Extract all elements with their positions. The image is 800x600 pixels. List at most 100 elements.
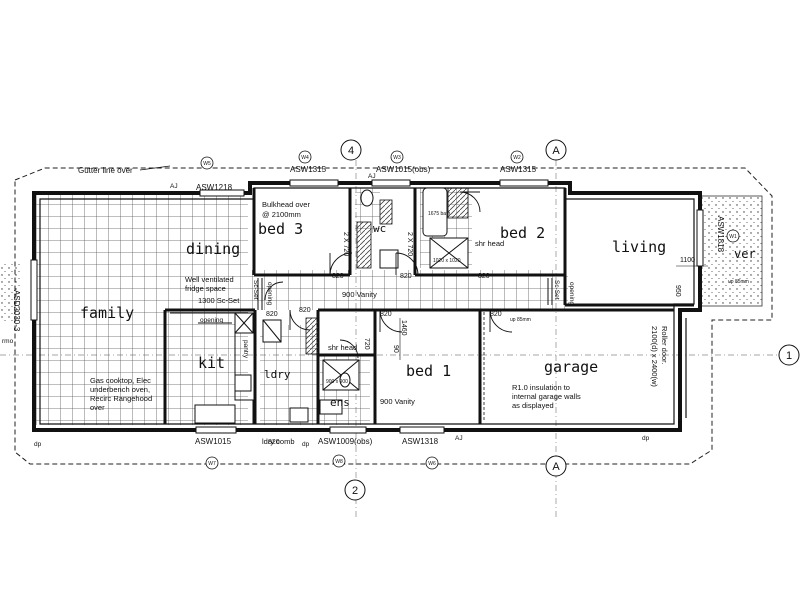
- opening-label-b: opening: [266, 282, 273, 306]
- hatched-walls: [305, 187, 469, 355]
- window-tag-asw1315-b: ASW1315: [500, 165, 537, 174]
- grid-marker-4: 4: [348, 145, 354, 157]
- dim-820-e: 820: [266, 311, 278, 318]
- bath-size-label: 1675 bath: [428, 211, 450, 217]
- sc-set-1300-note: 1300 Sc-Set: [198, 296, 240, 305]
- room-ldry: ldry: [264, 368, 291, 381]
- entry-paving: [0, 262, 22, 322]
- grid-marker-1: 1: [786, 350, 792, 362]
- room-bed1: bed 1: [406, 362, 451, 380]
- room-bed3: bed 3: [258, 220, 303, 238]
- shower-size-b: 900 x 900: [326, 379, 348, 385]
- sc-set-label-b: Sc-Set: [553, 280, 560, 300]
- opening-label-c: opening: [568, 282, 575, 306]
- up-85-b: up 85mm: [728, 279, 749, 285]
- vanity-note-a: 900 Vanity: [342, 290, 377, 299]
- w-tag-6: W6: [428, 461, 436, 467]
- dimension-lines: [399, 265, 708, 360]
- room-family: family: [80, 304, 134, 322]
- window-tag-asw1218: ASW1218: [196, 183, 233, 192]
- laundry-tub: [289, 407, 309, 423]
- window-tag-asw1315-a: ASW1315: [290, 165, 327, 174]
- bulkhead-note-2: @ 2100mm: [262, 210, 301, 219]
- shr-head-note-a: shr head: [475, 239, 504, 248]
- w-tag-1: W1: [729, 234, 737, 240]
- window-openings: [30, 179, 704, 434]
- section-marker-a-top: A: [552, 145, 560, 157]
- insulation-note-3: as displayed: [512, 401, 554, 410]
- shower-size-a: 1020 x 1020: [433, 258, 461, 264]
- window-tag-asw1318: ASW1318: [402, 437, 439, 446]
- dim-820-c: 820: [478, 273, 490, 280]
- dim-950: 950: [674, 285, 681, 297]
- dim-720-c: 720: [363, 338, 370, 350]
- room-garage: garage: [544, 358, 598, 376]
- section-marker-labels: 4 A A 2 1: [348, 145, 792, 497]
- verandah-paving: [699, 195, 763, 307]
- w-tag-7: W7: [208, 461, 216, 467]
- vanity-bath: [379, 249, 399, 269]
- section-markers: [340, 139, 800, 501]
- room-living: living: [612, 238, 666, 256]
- fridge-note-2: fridge space: [185, 284, 226, 293]
- grid-marker-2: 2: [352, 485, 358, 497]
- rmo-label: rmo: [2, 338, 14, 345]
- section-marker-a-bottom: A: [552, 461, 560, 473]
- pantry-label: pantry: [242, 340, 249, 359]
- roller-note-2: Roller door.: [660, 326, 669, 364]
- dim-820-h: 820: [268, 439, 280, 446]
- insulation-note-1: R1.0 insulation to: [512, 383, 570, 392]
- opening-label-a: opening: [200, 317, 224, 324]
- toilet-ensuite: [339, 372, 351, 388]
- ldry-comb-note: ldry comb: [262, 437, 295, 446]
- sc-set-label-a: Sc-Set: [252, 280, 259, 300]
- cooktop-note-1: Gas cooktop, Elec: [90, 376, 151, 385]
- window-tag-asw1009-obs: ASW1009(obs): [318, 437, 373, 446]
- fixtures: [194, 187, 469, 424]
- roller-door: [679, 318, 687, 418]
- room-bed2: bed 2: [500, 224, 545, 242]
- w-tag-2: W2: [513, 155, 521, 161]
- cooktop: [234, 374, 252, 392]
- dim-1460: 1460: [400, 320, 407, 336]
- window-tag-asd2030: ASD2030-3: [12, 290, 21, 332]
- window-tag-asw1015-b: ASW1015: [195, 437, 232, 446]
- notes: Bulkhead over @ 2100mm Well ventilated f…: [90, 200, 669, 446]
- dim-820-b: 820: [400, 273, 412, 280]
- dp-label-a: dp: [34, 441, 42, 448]
- room-verandah: ver: [734, 247, 756, 261]
- gutter-arrow: [139, 165, 171, 171]
- dim-90: 90: [392, 345, 399, 353]
- cooktop-note-4: over: [90, 403, 105, 412]
- room-ens: ens: [330, 396, 350, 409]
- dim-720-b: 2 X 720: [406, 232, 413, 256]
- tiled-hall: [248, 270, 568, 310]
- w-tag-8: W8: [335, 459, 343, 465]
- w-tag-4: W4: [301, 155, 309, 161]
- bathtub: [422, 187, 448, 237]
- kitchen-bench: [170, 312, 254, 425]
- dim-820-d: 820: [299, 307, 311, 314]
- fridge-note-1: Well ventilated: [185, 275, 234, 284]
- kitchen-sink: [194, 404, 236, 424]
- roller-note-1: 2100(d) x 2400(w): [650, 326, 659, 387]
- bulkhead-note-1: Bulkhead over: [262, 200, 310, 209]
- dim-1100: 1100: [680, 257, 695, 264]
- toilet-wc: [360, 189, 374, 207]
- w-tag-labels: W5 W4 W3 W2 W1 W7 W8 W6: [203, 155, 737, 467]
- sliding-doors: [198, 278, 553, 324]
- cooktop-note-3: Recirc Rangehood: [90, 394, 152, 403]
- dp-label-c: dp: [642, 435, 650, 442]
- insulation-note-2: internal garage walls: [512, 392, 581, 401]
- aj-label-c: AJ: [455, 435, 463, 442]
- aj-label-b: AJ: [368, 173, 376, 180]
- roof-outline: [14, 167, 773, 465]
- shr-head-note-b: shr head: [328, 343, 357, 352]
- cooktop-note-2: underbench oven,: [90, 385, 150, 394]
- dp-label-b: dp: [302, 441, 310, 448]
- rotated-labels: opening opening opening Sc-Set Sc-Set pa…: [2, 173, 650, 448]
- window-tags: ASW1218 ASW1315 ASW1015(obs) ASW1315 ASW…: [12, 165, 725, 446]
- room-dining: dining: [186, 240, 240, 258]
- w-tag-3: W3: [393, 155, 401, 161]
